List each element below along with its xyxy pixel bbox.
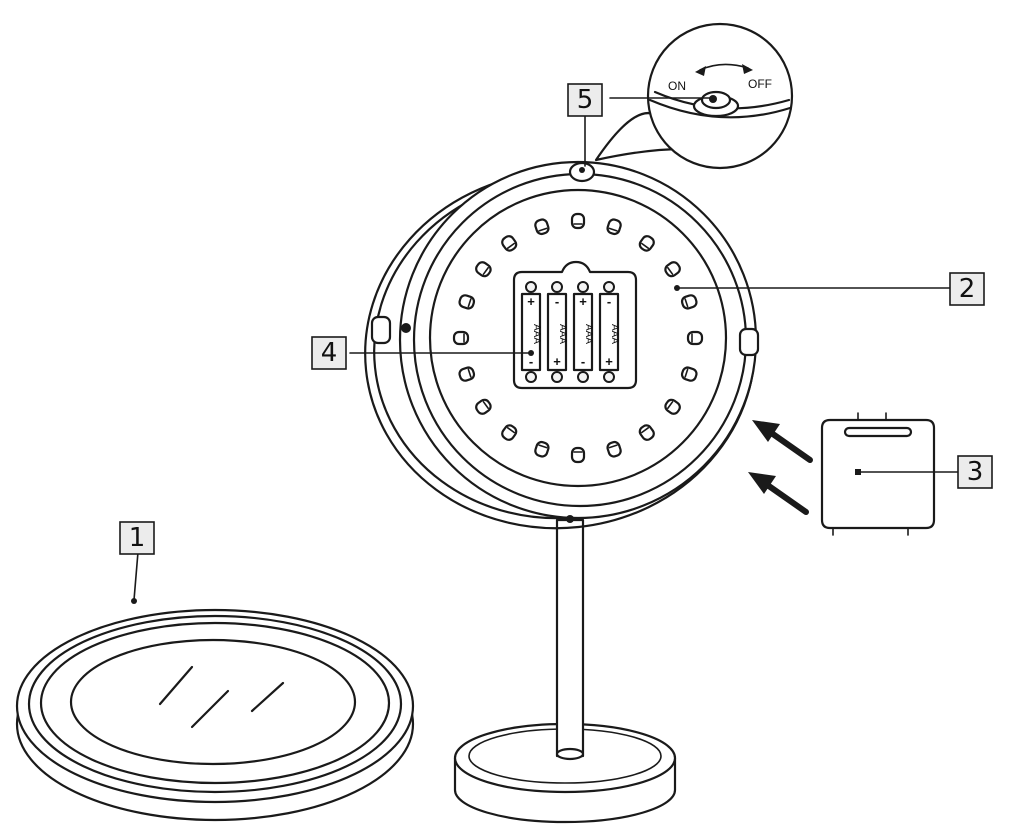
- battery-type-label: AAA: [583, 324, 594, 344]
- battery-type-label: AAA: [609, 324, 620, 344]
- callout-4: 4: [311, 336, 347, 370]
- led-bulb: [501, 235, 518, 252]
- battery-compartment: + - AAA - + AAA + - AAA - + AAA: [512, 260, 638, 390]
- battery-bottom-polarity: -: [529, 354, 533, 369]
- led-bulb: [664, 398, 681, 415]
- callout-2-label: 2: [959, 274, 976, 304]
- led-bulb: [638, 235, 655, 252]
- battery-type-label: AAA: [557, 324, 568, 344]
- led-bulb: [570, 212, 586, 230]
- callout-5-label: 5: [577, 85, 594, 115]
- battery-bottom-polarity: +: [605, 354, 613, 369]
- bottom-joint-dot: [566, 515, 574, 523]
- switch-detail-zoom: ON OFF: [594, 22, 794, 170]
- battery-bottom-polarity: +: [553, 354, 561, 369]
- led-bulb: [606, 218, 622, 236]
- battery-type-label: AAA: [531, 324, 542, 344]
- callout-4-label: 4: [321, 338, 338, 368]
- mirror-stand: [453, 518, 677, 824]
- callout-1: 1: [119, 521, 155, 555]
- switch-off-label: OFF: [748, 77, 772, 91]
- screw-dot: [401, 323, 411, 333]
- callout-3-label: 3: [967, 457, 984, 487]
- right-pivot-knob: [738, 327, 760, 357]
- led-bulb: [606, 440, 622, 458]
- battery-top-polarity: +: [527, 294, 535, 309]
- battery-cell: - + AAA: [598, 281, 620, 383]
- battery-cell: - + AAA: [546, 281, 568, 383]
- battery-top-polarity: -: [607, 294, 611, 309]
- battery-cell: + - AAA: [520, 281, 542, 383]
- led-bulb: [452, 330, 470, 346]
- led-bulb: [534, 218, 550, 236]
- led-bulb: [458, 294, 476, 310]
- callout-5: 5: [567, 83, 603, 117]
- battery-cell: + - AAA: [572, 281, 594, 383]
- battery-top-polarity: +: [579, 294, 587, 309]
- battery-bottom-polarity: -: [581, 354, 585, 369]
- left-pivot-knob: [370, 315, 392, 345]
- led-bulb: [501, 424, 518, 441]
- detached-mirror-plate: [15, 608, 415, 822]
- led-bulb: [680, 366, 698, 382]
- leader-lines: [131, 97, 959, 604]
- led-bulb: [664, 261, 681, 278]
- insert-arrows: [748, 420, 813, 515]
- led-bulb: [570, 446, 586, 464]
- callout-2: 2: [949, 272, 985, 306]
- led-bulb: [638, 424, 655, 441]
- led-bulb: [686, 330, 704, 346]
- switch-on-label: ON: [668, 79, 686, 93]
- led-bulb: [475, 398, 492, 415]
- led-bulb-ring: [452, 212, 704, 464]
- battery-top-polarity: -: [555, 294, 559, 309]
- led-bulb: [458, 366, 476, 382]
- led-bulb: [680, 294, 698, 310]
- led-bulb: [534, 440, 550, 458]
- callout-3: 3: [957, 455, 993, 489]
- mirror-head: + - AAA - + AAA + - AAA - + AAA: [364, 160, 760, 530]
- battery-cover: [820, 412, 936, 536]
- led-bulb: [475, 261, 492, 278]
- callout-1-label: 1: [129, 523, 146, 553]
